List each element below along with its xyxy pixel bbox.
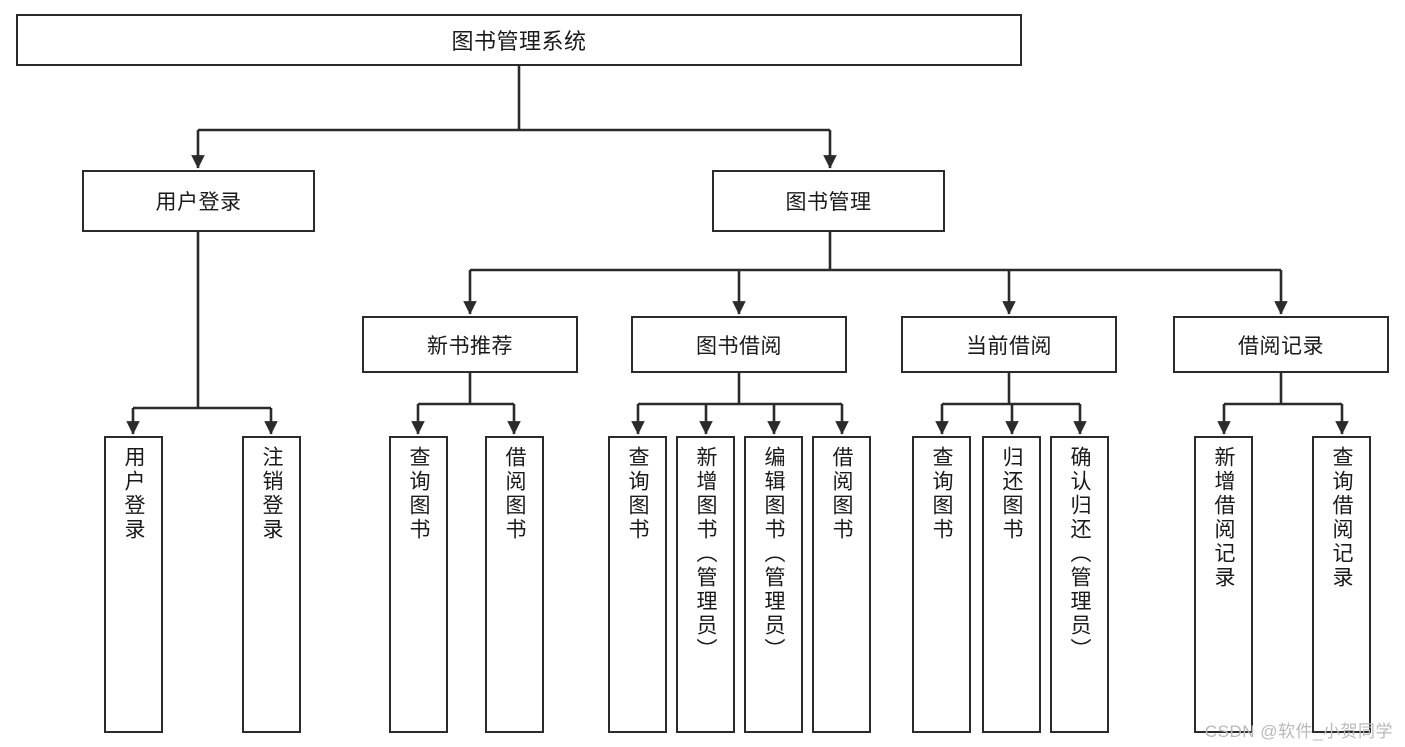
node-current-borrow[interactable]: 当前借阅 [901, 316, 1117, 373]
node-book-borrow[interactable]: 图书借阅 [631, 316, 847, 373]
node-label: 当前借阅 [966, 334, 1052, 358]
leaf-book-borrow-add-book-admin[interactable]: 新增图书（管理员） [676, 436, 735, 733]
node-label: 借阅记录 [1238, 334, 1324, 358]
node-label: 借阅图书 [503, 446, 526, 542]
csdn-watermark: CSDN @软件_小贺同学 [1204, 722, 1393, 741]
leaf-book-borrow-query-book[interactable]: 查询图书 [608, 436, 667, 733]
node-label: 注销登录 [260, 446, 283, 542]
node-label: 查询图书 [407, 446, 430, 542]
node-label: 编辑图书（管理员） [762, 446, 785, 662]
leaf-current-borrow-return-book[interactable]: 归还图书 [982, 436, 1041, 733]
leaf-current-borrow-query-book[interactable]: 查询图书 [912, 436, 971, 733]
node-label: 归还图书 [1000, 446, 1023, 542]
node-label: 新书推荐 [427, 334, 513, 358]
leaf-current-borrow-confirm-return-admin[interactable]: 确认归还（管理员） [1050, 436, 1109, 733]
node-label: 查询图书 [930, 446, 953, 542]
leaf-new-book-borrow-book[interactable]: 借阅图书 [485, 436, 544, 733]
node-label: 借阅图书 [830, 446, 853, 542]
node-label: 确认归还（管理员） [1068, 446, 1091, 662]
node-label: 图书借阅 [696, 334, 782, 358]
node-label: 用户登录 [155, 191, 242, 214]
node-book-management[interactable]: 图书管理 [712, 170, 945, 232]
leaf-book-borrow-edit-book-admin[interactable]: 编辑图书（管理员） [744, 436, 803, 733]
leaf-new-book-query-book[interactable]: 查询图书 [389, 436, 448, 733]
node-root-book-management-system[interactable]: 图书管理系统 [16, 14, 1022, 66]
leaf-borrow-record-query-record[interactable]: 查询借阅记录 [1312, 436, 1371, 733]
leaf-borrow-record-add-record[interactable]: 新增借阅记录 [1194, 436, 1253, 733]
node-borrow-record[interactable]: 借阅记录 [1173, 316, 1389, 373]
node-new-book-recommend[interactable]: 新书推荐 [362, 316, 578, 373]
leaf-user-login-logout[interactable]: 注销登录 [242, 436, 301, 733]
node-user-login[interactable]: 用户登录 [82, 170, 315, 232]
node-label: 新增图书（管理员） [694, 446, 717, 662]
node-label: 新增借阅记录 [1212, 446, 1235, 590]
node-label: 图书管理 [785, 191, 872, 214]
leaf-user-login-user-login[interactable]: 用户登录 [104, 436, 163, 733]
node-label: 图书管理系统 [451, 29, 587, 54]
node-label: 用户登录 [122, 446, 145, 542]
node-label: 查询图书 [626, 446, 649, 542]
node-label: 查询借阅记录 [1330, 446, 1353, 590]
leaf-book-borrow-borrow-book[interactable]: 借阅图书 [812, 436, 871, 733]
